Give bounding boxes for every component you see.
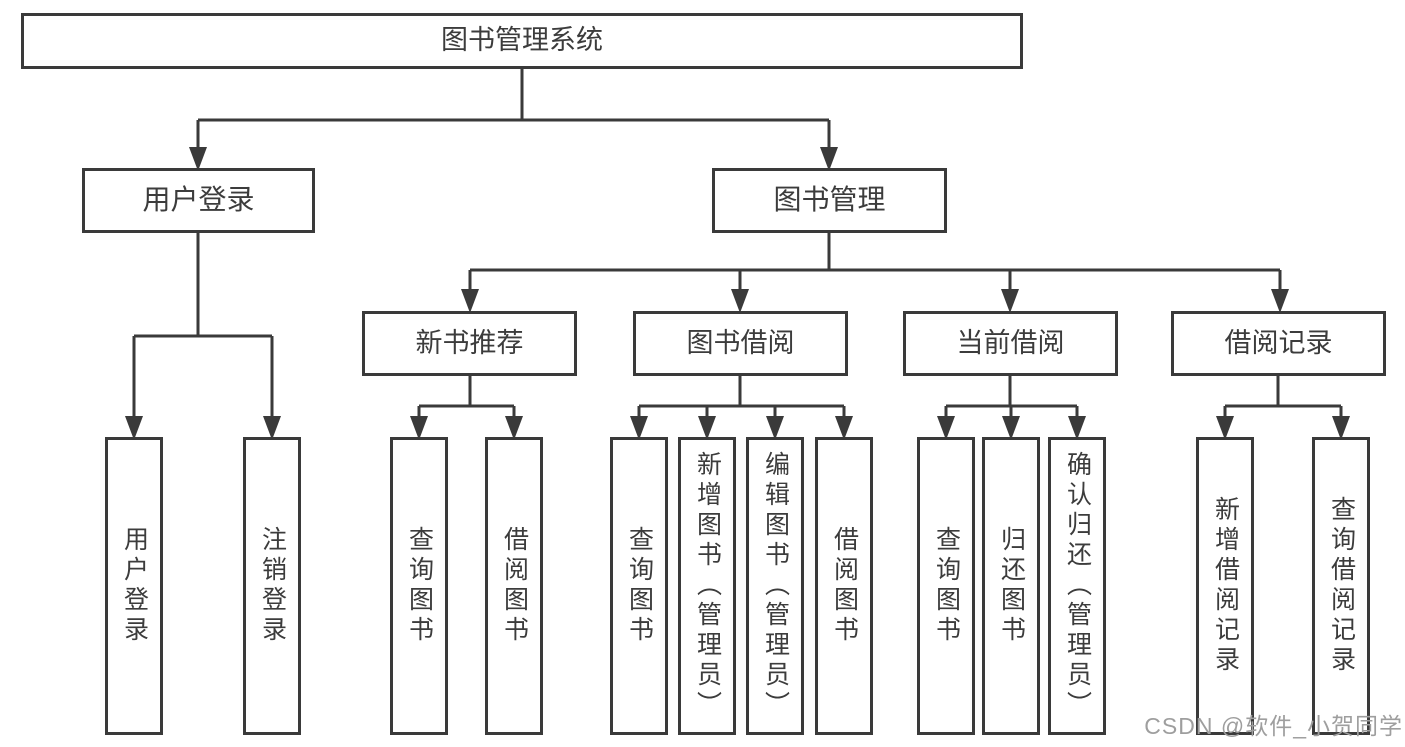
node-user-login-label: 用户登录 — [142, 184, 255, 216]
node-current-borrowing-label: 当前借阅 — [956, 327, 1065, 358]
leaf-user-login-label: 用户登录 — [120, 526, 149, 646]
leaf-query-borrow-record: 查询借阅记录 — [1312, 437, 1370, 735]
leaf-query-books-current: 查询图书 — [917, 437, 975, 735]
node-borrowing-records-label: 借阅记录 — [1224, 327, 1333, 358]
leaf-query-books-recommend-label: 查询图书 — [405, 526, 434, 646]
leaf-add-borrow-record-label: 新增借阅记录 — [1211, 496, 1240, 676]
node-current-borrowing: 当前借阅 — [903, 311, 1118, 376]
node-user-login: 用户登录 — [82, 168, 315, 233]
leaf-borrow-books-label: 借阅图书 — [830, 526, 859, 646]
leaf-logout: 注销登录 — [243, 437, 301, 735]
node-new-book-recommend: 新书推荐 — [362, 311, 577, 376]
leaf-user-login: 用户登录 — [105, 437, 163, 735]
leaf-confirm-return-admin: 确认归还（管理员） — [1048, 437, 1106, 735]
leaf-add-borrow-record: 新增借阅记录 — [1196, 437, 1254, 735]
leaf-logout-label: 注销登录 — [258, 526, 287, 646]
leaf-query-books-recommend: 查询图书 — [390, 437, 448, 735]
node-borrowing-records: 借阅记录 — [1171, 311, 1386, 376]
node-book-management-label: 图书管理 — [773, 184, 886, 216]
leaf-borrow-books: 借阅图书 — [815, 437, 873, 735]
leaf-borrow-books-recommend: 借阅图书 — [485, 437, 543, 735]
leaf-add-books-admin-label: 新增图书（管理员） — [693, 451, 722, 721]
leaf-edit-books-admin-label: 编辑图书（管理员） — [761, 451, 790, 721]
leaf-add-books-admin: 新增图书（管理员） — [678, 437, 736, 735]
leaf-query-books-borrowing-label: 查询图书 — [625, 526, 654, 646]
node-book-borrowing: 图书借阅 — [633, 311, 848, 376]
csdn-watermark: CSDN @软件_小贺同学 — [1144, 713, 1403, 739]
node-book-management: 图书管理 — [712, 168, 947, 233]
leaf-query-borrow-record-label: 查询借阅记录 — [1327, 496, 1356, 676]
root-node-label: 图书管理系统 — [441, 25, 603, 56]
leaf-edit-books-admin: 编辑图书（管理员） — [746, 437, 804, 735]
node-book-borrowing-label: 图书借阅 — [686, 327, 795, 358]
node-new-book-recommend-label: 新书推荐 — [415, 327, 524, 358]
leaf-query-books-borrowing: 查询图书 — [610, 437, 668, 735]
leaf-return-books-label: 归还图书 — [997, 526, 1026, 646]
root-node-library-system: 图书管理系统 — [21, 13, 1023, 69]
leaf-borrow-books-recommend-label: 借阅图书 — [500, 526, 529, 646]
leaf-return-books: 归还图书 — [982, 437, 1040, 735]
leaf-confirm-return-admin-label: 确认归还（管理员） — [1063, 451, 1092, 721]
leaf-query-books-current-label: 查询图书 — [932, 526, 961, 646]
